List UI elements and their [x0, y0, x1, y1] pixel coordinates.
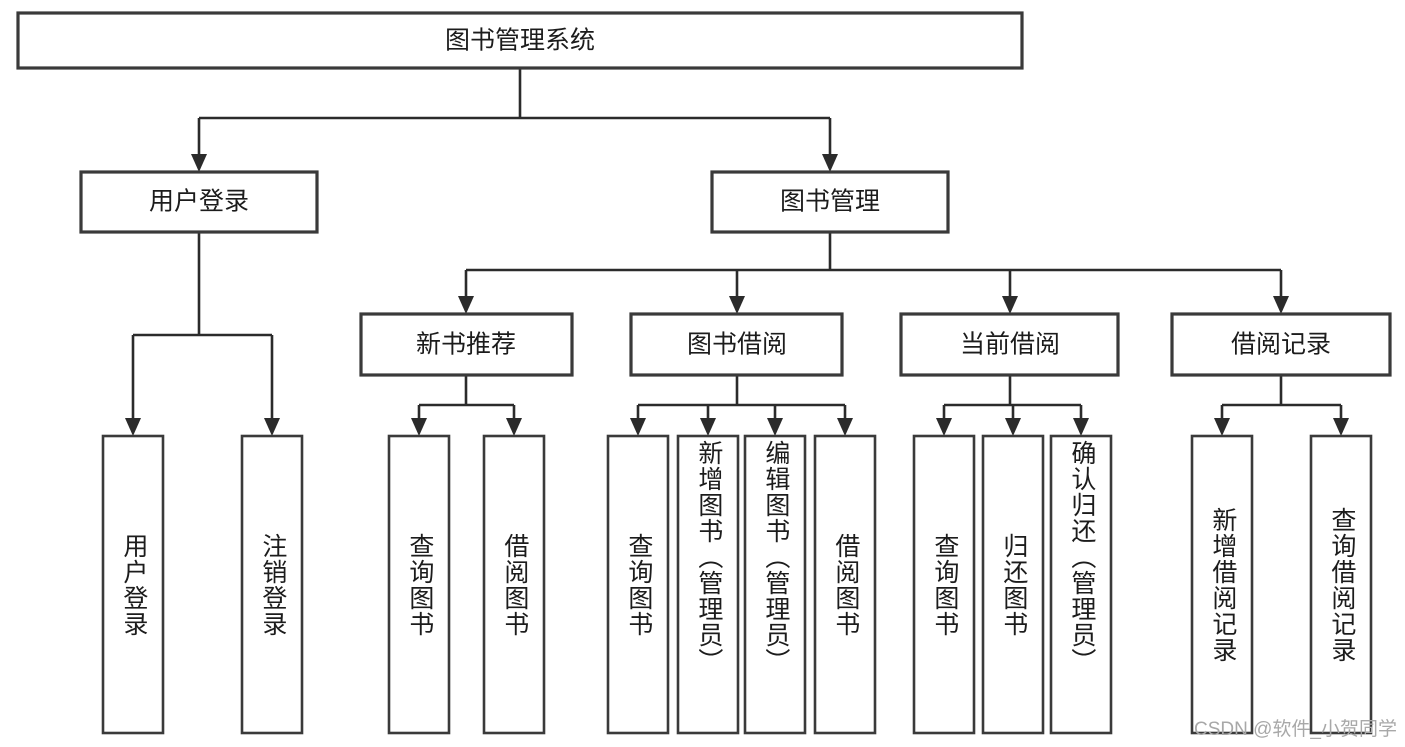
connector-group-user-login: [125, 232, 280, 436]
arrow-br-leaf-1: [1333, 418, 1349, 436]
connector-group-new-book-recommend: [411, 375, 522, 436]
arrow-bb-leaf-3: [837, 418, 853, 436]
leaf-rect-user-login-1[interactable]: [240, 434, 304, 735]
arrow-book-mgmt-child-1: [729, 296, 745, 314]
arrow-book-mgmt-child-0: [458, 296, 474, 314]
leaf-rect-cb-0[interactable]: [912, 434, 976, 735]
arrow-bb-leaf-0: [630, 418, 646, 436]
leaf-rect-cb-1[interactable]: [981, 434, 1045, 735]
node-current-borrow-label: 当前借阅: [960, 331, 1060, 359]
arrow-user-login-leaf-0: [125, 418, 141, 436]
node-new-book-recommend-rect[interactable]: [359, 312, 574, 377]
node-book-management-label: 图书管理: [780, 188, 880, 216]
node-book-borrow-label: 图书借阅: [687, 331, 787, 359]
node-book-management[interactable]: 图书管理: [710, 170, 950, 234]
leaf-rect-br-0[interactable]: [1190, 434, 1254, 735]
node-new-book-recommend-label: 新书推荐: [416, 331, 516, 359]
node-borrow-record[interactable]: 借阅记录: [1170, 312, 1392, 377]
arrow-user-login-leaf-1: [264, 418, 280, 436]
leaf-rect-bb-1[interactable]: [676, 434, 740, 735]
leaf-rect-user-login-0[interactable]: [101, 434, 165, 735]
node-user-login-label: 用户登录: [149, 188, 249, 216]
csdn-watermark: CSDN @软件_小贺同学: [1194, 719, 1397, 740]
arrow-bb-leaf-2: [767, 418, 783, 436]
connector-group-borrow-record: [1214, 375, 1349, 436]
node-book-borrow[interactable]: 图书借阅: [629, 312, 844, 377]
node-root[interactable]: 图书管理系统: [16, 11, 1024, 70]
node-borrow-record-label: 借阅记录: [1231, 331, 1331, 359]
connector-group-book-mgmt: [458, 232, 1289, 314]
leaf-rect-br-1[interactable]: [1309, 434, 1373, 735]
node-current-borrow-rect[interactable]: [899, 312, 1120, 377]
arrow-nbr-leaf-0: [411, 418, 427, 436]
node-new-book-recommend[interactable]: 新书推荐: [359, 312, 574, 377]
node-borrow-record-rect[interactable]: [1170, 312, 1392, 377]
arrow-cb-leaf-0: [936, 418, 952, 436]
arrow-root-to-user-login: [191, 154, 207, 172]
arrow-nbr-leaf-1: [506, 418, 522, 436]
arrow-cb-leaf-1: [1005, 418, 1021, 436]
arrow-cb-leaf-2: [1073, 418, 1089, 436]
connector-group-root: [191, 68, 838, 172]
leaf-rect-bb-3[interactable]: [813, 434, 877, 735]
leaf-rect-bb-0[interactable]: [606, 434, 670, 735]
arrow-br-leaf-0: [1214, 418, 1230, 436]
node-current-borrow[interactable]: 当前借阅: [899, 312, 1120, 377]
arrow-book-mgmt-child-3: [1273, 296, 1289, 314]
node-root-rect[interactable]: [16, 11, 1024, 70]
arrow-book-mgmt-child-2: [1002, 296, 1018, 314]
leaf-rect-bb-2[interactable]: [743, 434, 807, 735]
connector-group-book-borrow: [630, 375, 853, 436]
node-book-management-rect[interactable]: [710, 170, 950, 234]
connector-group-current-borrow: [936, 375, 1089, 436]
arrow-bb-leaf-1: [700, 418, 716, 436]
leaf-rect-nbr-1[interactable]: [482, 434, 546, 735]
node-user-login[interactable]: 用户登录: [79, 170, 319, 234]
leaf-rect-nbr-0[interactable]: [387, 434, 451, 735]
node-book-borrow-rect[interactable]: [629, 312, 844, 377]
leaf-rect-cb-2[interactable]: [1049, 434, 1113, 735]
node-user-login-rect[interactable]: [79, 170, 319, 234]
arrow-root-to-book-mgmt: [822, 154, 838, 172]
node-root-label: 图书管理系统: [445, 27, 595, 55]
